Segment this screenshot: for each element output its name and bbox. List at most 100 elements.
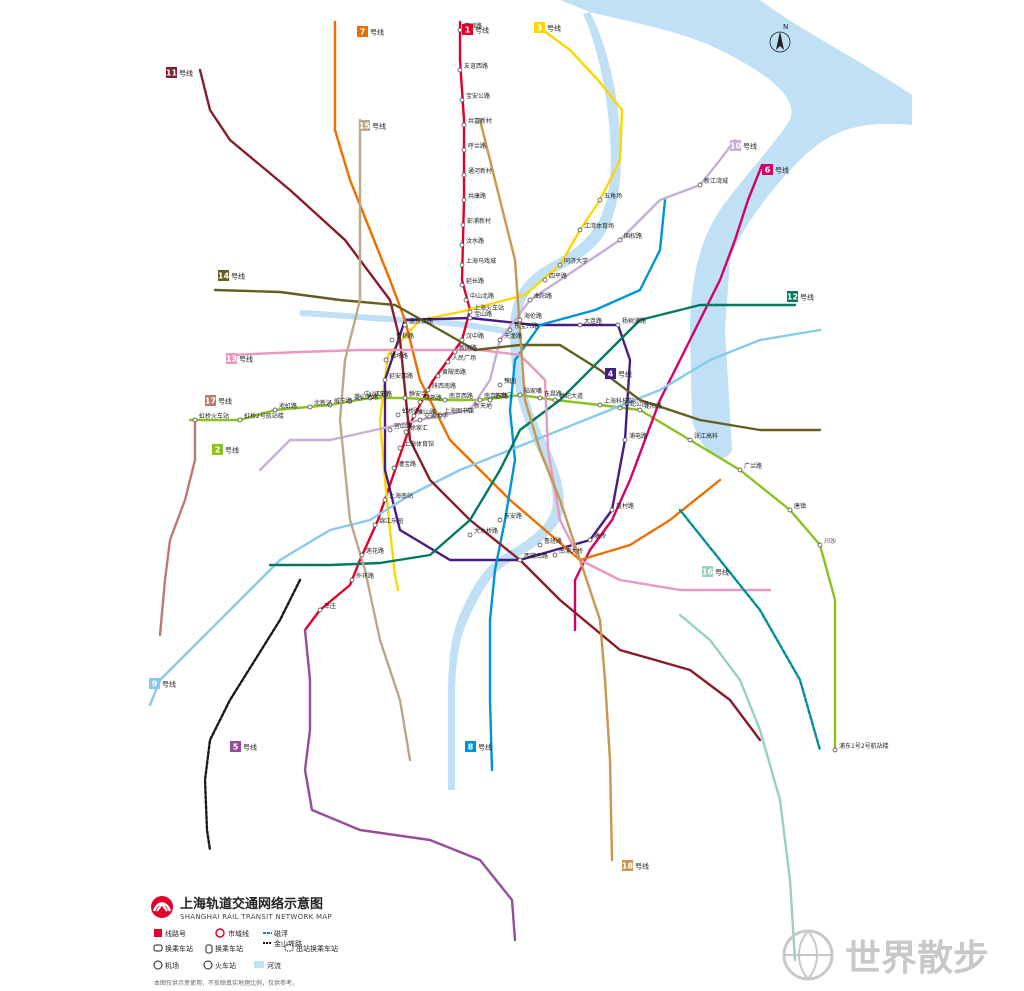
legend-item-5: 换乘车站 — [215, 944, 243, 953]
station-dot-nanjing_e — [477, 397, 483, 403]
line-badge-number-l7: 7 — [360, 28, 366, 37]
station-label-dongchang: 东昌路 — [544, 390, 562, 398]
line-badge-box-l3 — [534, 22, 545, 33]
line-4-path — [383, 316, 632, 562]
station-dot-xinjiangwancheng — [697, 182, 703, 188]
station-label-chuansha: 川沙 — [824, 538, 836, 545]
line-badge-box-l5 — [230, 741, 241, 752]
legend-item-7: 机场 — [165, 961, 179, 970]
station-dot-shanghai_south — [382, 497, 388, 503]
station-label-zhongshan_n: 中山北路 — [470, 292, 494, 300]
station-dot-tanggiao — [587, 537, 593, 543]
station-label-lancun: 蓝村路 — [616, 502, 634, 510]
line-13-path — [228, 348, 772, 592]
station-label-jinjiang: 锦江乐园 — [379, 517, 403, 525]
station-label-shanghai_stadium: 上海体育馆 — [404, 440, 434, 448]
station-label-hailun: 海伦路 — [524, 312, 542, 320]
line-badge-number-l12: 12 — [787, 293, 798, 302]
station-label-caobao: 漕宝路 — [398, 460, 416, 468]
station-dot-dongbaoxing — [507, 327, 513, 333]
station-dot-xinzha — [452, 349, 458, 355]
station-label-tonghe: 通河新村 — [468, 167, 492, 175]
station-label-hongqiao_t2: 虹桥2号航站楼 — [244, 412, 284, 420]
station-dot-century — [552, 397, 558, 403]
station-label-shanghai_south: 上海南站 — [389, 492, 413, 500]
station-dot-quyang — [527, 297, 533, 303]
station-dot-shanghai_library — [437, 412, 443, 418]
line-11-path — [198, 68, 762, 742]
station-dot-shanghai_sci — [597, 402, 603, 408]
station-dot-zhangjiang — [687, 437, 693, 443]
line-badge-suffix-l13: 号线 — [239, 355, 253, 364]
station-dot-xizang_s — [517, 557, 523, 563]
station-label-zhenping: 镇坪路 — [390, 352, 408, 360]
line-badge-number-l18: 18 — [622, 862, 634, 871]
station-dot-jiangsu — [367, 395, 373, 401]
station-label-lujiazui: 陆家嘴 — [524, 387, 542, 395]
line-badge-number-l6: 6 — [765, 166, 771, 175]
station-label-guanglan: 广兰路 — [744, 462, 762, 470]
line-badge-suffix-l10: 号线 — [743, 142, 757, 151]
station-dot-hulan — [461, 147, 467, 153]
station-label-zhangjiang: 张江高科 — [694, 432, 718, 440]
station-label-hongqiao_road: 虹桥路 — [402, 407, 420, 415]
station-dot-nanpu — [552, 552, 558, 558]
metro-lines — [148, 20, 837, 962]
station-dot-jingan — [402, 395, 408, 401]
station-dot-xujiahui — [403, 429, 409, 435]
line-badge-box-l15 — [359, 120, 370, 131]
line-3-path — [378, 26, 624, 592]
line-badge-number-l16: 16 — [702, 568, 714, 577]
station-label-tiantong: 天潼路 — [504, 332, 522, 340]
station-dot-century_park — [617, 405, 623, 411]
legend-transfer-icon — [153, 944, 163, 952]
north-arrow: N — [769, 23, 791, 53]
station-label-changshu: 常熟路 — [424, 394, 442, 402]
station-dot-longyang — [637, 407, 643, 413]
station-label-lianhua: 莲花路 — [366, 547, 384, 555]
station-dot-shaanxi — [425, 387, 431, 393]
globe-meridian — [784, 930, 832, 980]
station-label-guoquan: 国权路 — [624, 232, 642, 240]
station-dot-yuyuan — [497, 382, 503, 388]
line-badge-number-l11: 11 — [166, 69, 178, 78]
line-16-path — [678, 613, 797, 962]
station-dot-dalian — [577, 322, 583, 328]
line-8-path — [488, 198, 667, 772]
station-dot-beixinjing — [307, 404, 313, 410]
legend: 上海轨道交通网络示意图 SHANGHAI RAIL TRANSIT NETWOR… — [151, 896, 338, 987]
station-label-songhong: 淞虹路 — [279, 402, 297, 410]
station-dot-tangzhen — [787, 507, 793, 513]
station-dot-tiantong — [497, 337, 503, 343]
line-badge-suffix-l9: 号线 — [162, 680, 176, 689]
station-dot-wujiaochang — [597, 197, 603, 203]
legend-river-icon — [254, 961, 264, 968]
line-badge-box-l9 — [149, 678, 160, 689]
legend-line-number-icon — [154, 929, 162, 937]
station-dot-wenshui — [459, 242, 465, 248]
station-label-hengshan: 衡山路 — [418, 408, 436, 416]
station-dot-damuqiao — [467, 532, 473, 538]
station-label-shanghai_sci: 上海科技馆 — [604, 397, 634, 405]
station-dot-yangshupu — [615, 322, 621, 328]
station-dot-hongqiao_road — [395, 412, 401, 418]
station-label-huangpi: 黄陂南路 — [442, 368, 466, 376]
line-badge-suffix-l17: 号线 — [218, 397, 232, 406]
station-dot-hongqiao_t2 — [237, 417, 243, 423]
station-label-hanzhong: 汉中路 — [466, 332, 484, 340]
station-dot-jinshajiang — [402, 322, 408, 328]
station-dot-zhongshan_n — [463, 297, 469, 303]
line-badge-suffix-l11: 号线 — [179, 69, 193, 78]
line-badge-suffix-l5: 号线 — [243, 743, 257, 752]
legend-item-0: 线路号 — [165, 929, 186, 938]
line-badge-suffix-l1: 号线 — [475, 26, 489, 35]
station-dot-siping — [542, 277, 548, 283]
station-dot-xinzhuang — [317, 607, 323, 613]
station-dot-gongfu — [461, 122, 467, 128]
line-badge-box-l10 — [730, 140, 741, 151]
